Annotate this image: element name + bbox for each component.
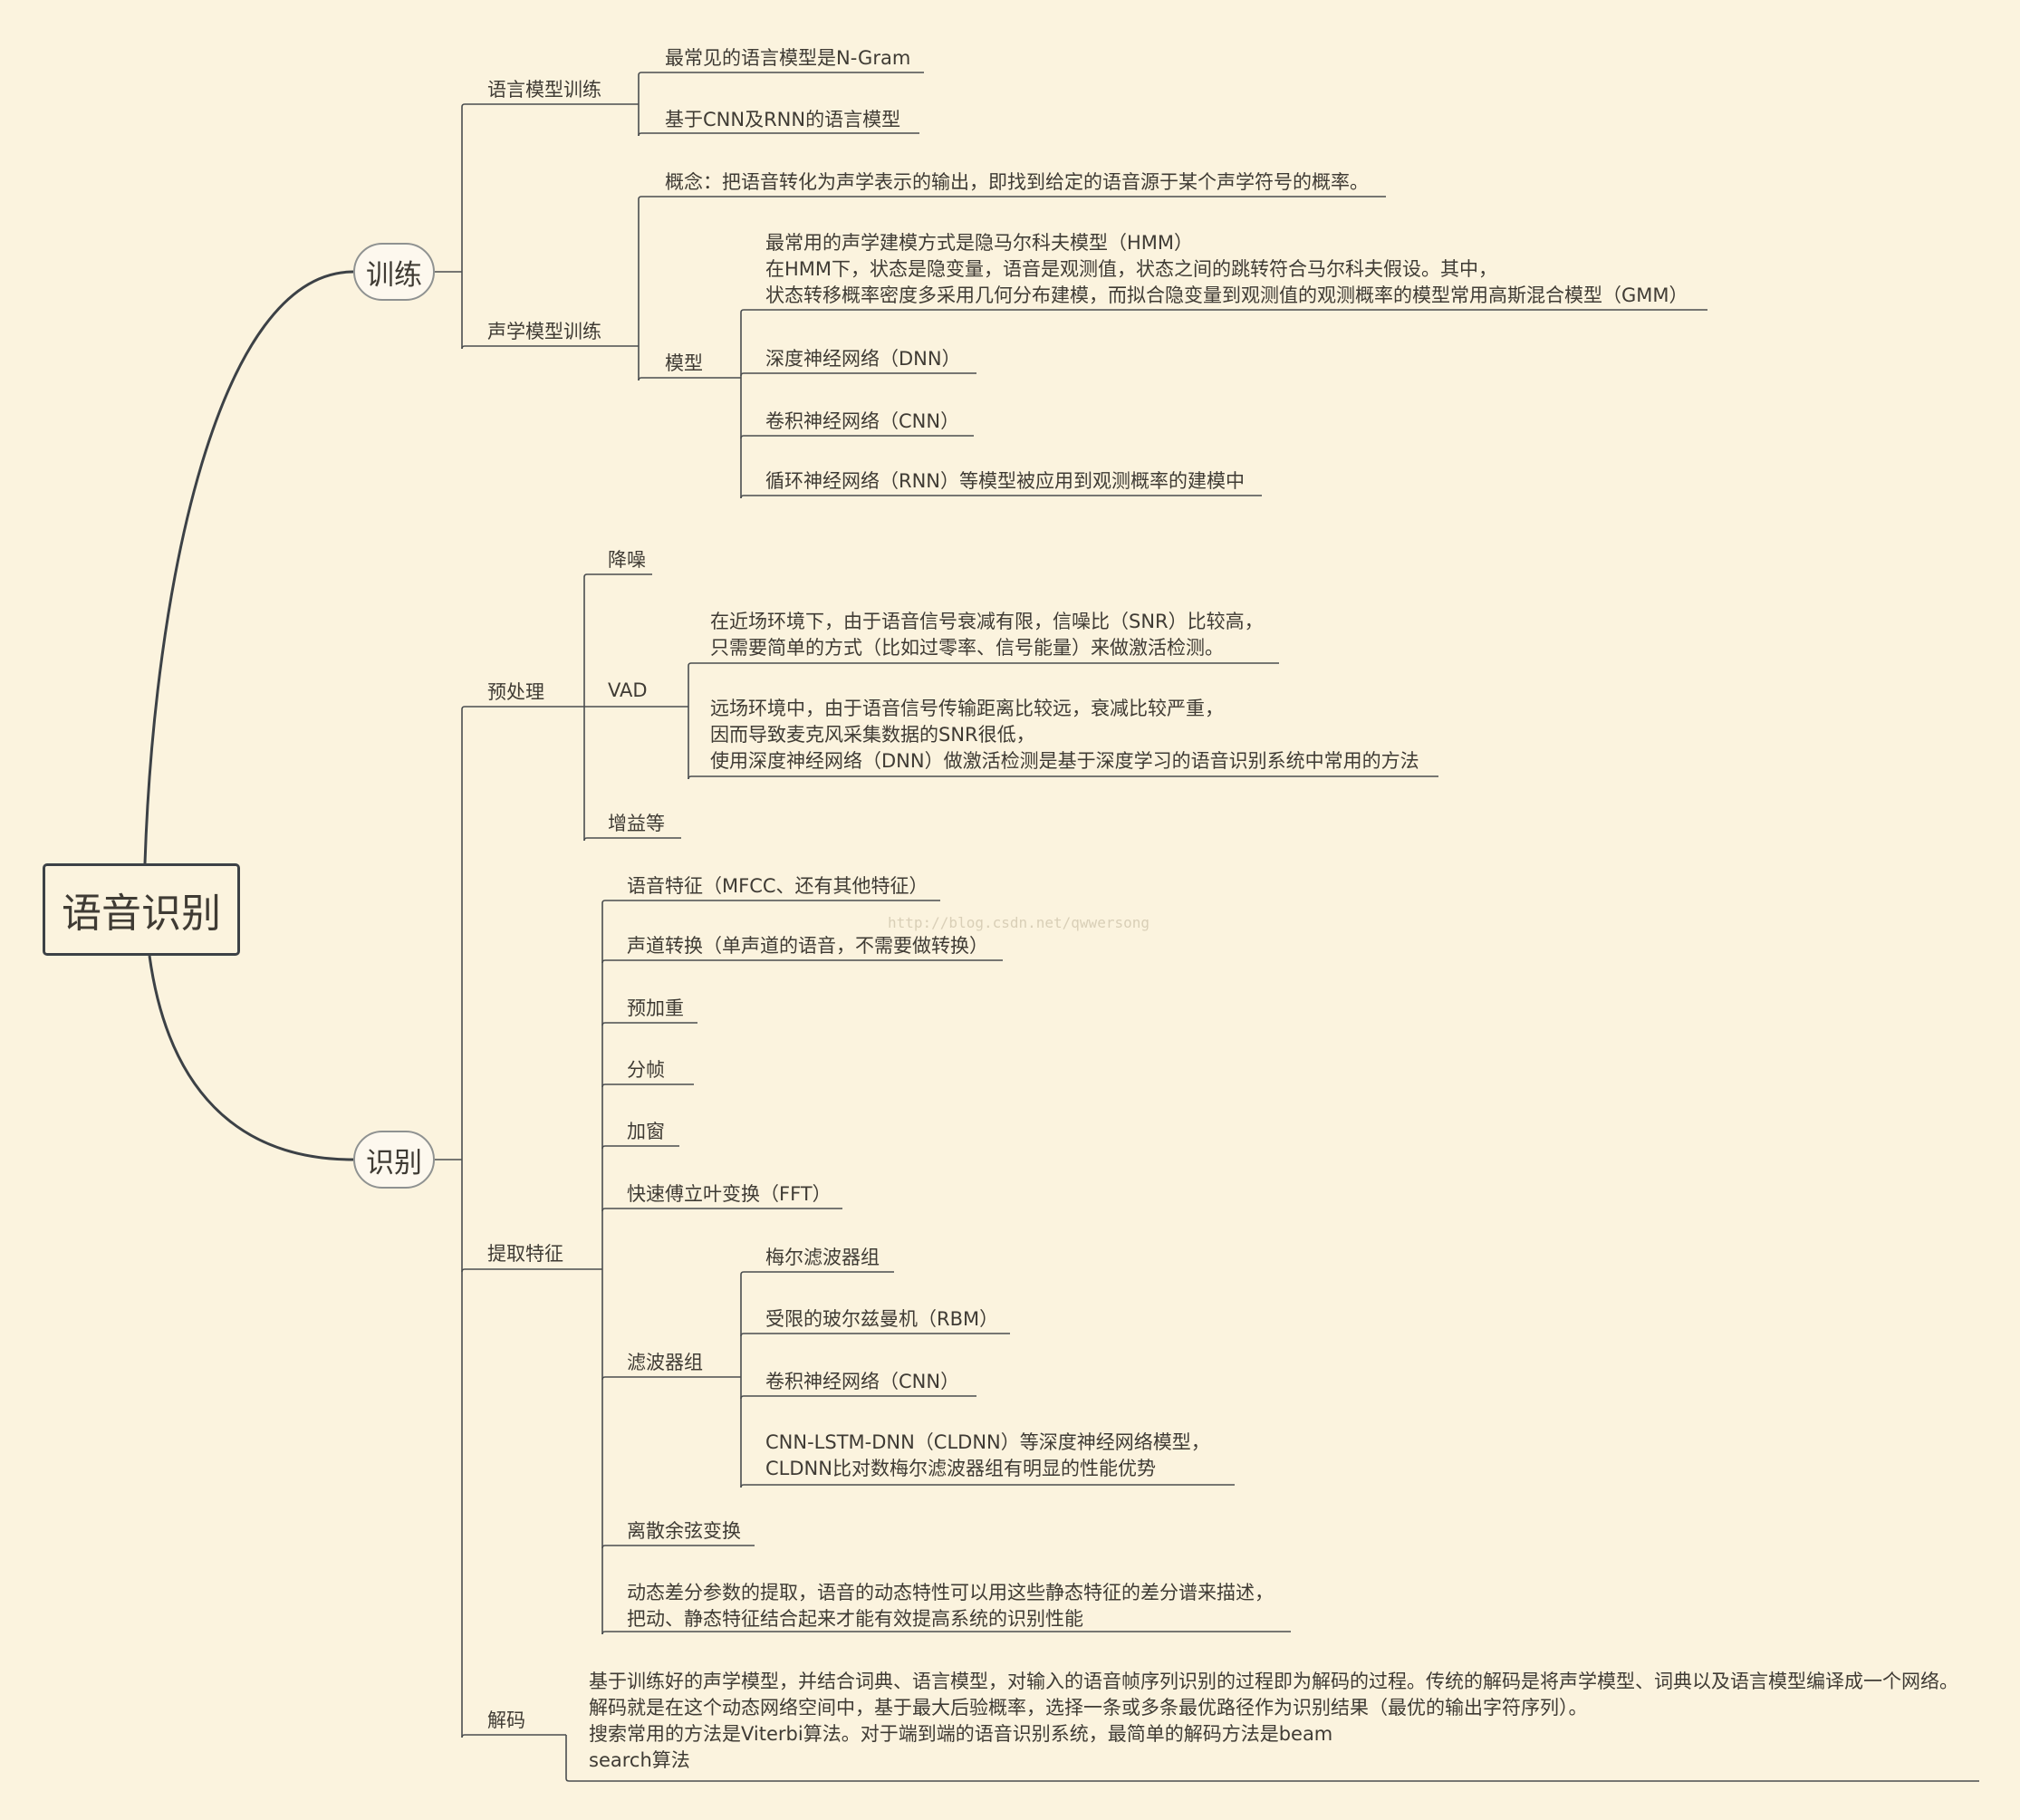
topic-denoise[interactable]: 降噪 [608, 549, 646, 571]
topic-preemphasis[interactable]: 预加重 [627, 997, 684, 1019]
topic-mel-filter[interactable]: 梅尔滤波器组 [765, 1247, 880, 1268]
topic-vad-near[interactable]: 在近场环境下，由于语音信号衰减有限，信噪比（SNR）比较高， 只需要简单的方式（… [710, 611, 1264, 659]
topic-windowing[interactable]: 加窗 [627, 1121, 665, 1142]
topic-vad-far[interactable]: 远场环境中，由于语音信号传输距离比较远，衰减比较严重， 因而导致麦克风采集数据的… [710, 698, 1419, 772]
topic-cldnn[interactable]: CNN-LSTM-DNN（CLDNN）等深度神经网络模型， CLDNN比对数梅尔… [765, 1431, 1210, 1479]
topic-rbm[interactable]: 受限的玻尔兹曼机（RBM） [765, 1308, 999, 1330]
topic-train[interactable]: 训练 [353, 243, 435, 301]
topic-filter-cnn[interactable]: 卷积神经网络（CNN） [765, 1371, 960, 1392]
topic-acoustic-concept[interactable]: 概念：把语音转化为声学表示的输出，即找到给定的语音源于某个声学符号的概率。 [665, 171, 1369, 193]
topic-gain[interactable]: 增益等 [608, 813, 665, 834]
topic-ngram[interactable]: 最常见的语言模型是N-Gram [665, 47, 911, 69]
topic-dnn[interactable]: 深度神经网络（DNN） [765, 348, 961, 370]
topic-preprocess[interactable]: 预处理 [487, 681, 544, 703]
topic-language-model-training[interactable]: 语言模型训练 [487, 79, 601, 101]
topic-decode[interactable]: 解码 [487, 1709, 525, 1731]
topic-cnn-rnn-lm[interactable]: 基于CNN及RNN的语言模型 [665, 109, 901, 130]
topic-mfcc[interactable]: 语音特征（MFCC、还有其他特征） [627, 875, 928, 897]
topic-model[interactable]: 模型 [665, 352, 703, 374]
root-topic[interactable]: 语音识别 [43, 863, 240, 956]
topic-cnn[interactable]: 卷积神经网络（CNN） [765, 410, 960, 432]
topic-channel[interactable]: 声道转换（单声道的语音，不需要做转换） [627, 935, 988, 957]
topic-fft[interactable]: 快速傅立叶变换（FFT） [627, 1183, 832, 1205]
topic-feature-extraction[interactable]: 提取特征 [487, 1243, 563, 1265]
watermark: http://blog.csdn.net/qwwersong [888, 914, 1149, 931]
topic-decode-desc[interactable]: 基于训练好的声学模型，并结合词典、语言模型，对输入的语音帧序列识别的过程即为解码… [589, 1671, 1958, 1771]
topic-rnn[interactable]: 循环神经网络（RNN）等模型被应用到观测概率的建模中 [765, 470, 1246, 492]
topic-dct[interactable]: 离散余弦变换 [627, 1520, 741, 1542]
topic-framing[interactable]: 分帧 [627, 1059, 665, 1081]
topic-vad[interactable]: VAD [608, 679, 648, 701]
topic-acoustic-model-training[interactable]: 声学模型训练 [487, 321, 601, 342]
topic-delta[interactable]: 动态差分参数的提取，语音的动态特性可以用这些静态特征的差分谱来描述， 把动、静态… [627, 1582, 1274, 1630]
topic-filter-bank[interactable]: 滤波器组 [627, 1352, 703, 1373]
topic-hmm[interactable]: 最常用的声学建模方式是隐马尔科夫模型（HMM） 在HMM下，状态是隐变量，语音是… [765, 232, 1688, 306]
topic-recognize[interactable]: 识别 [353, 1131, 435, 1189]
